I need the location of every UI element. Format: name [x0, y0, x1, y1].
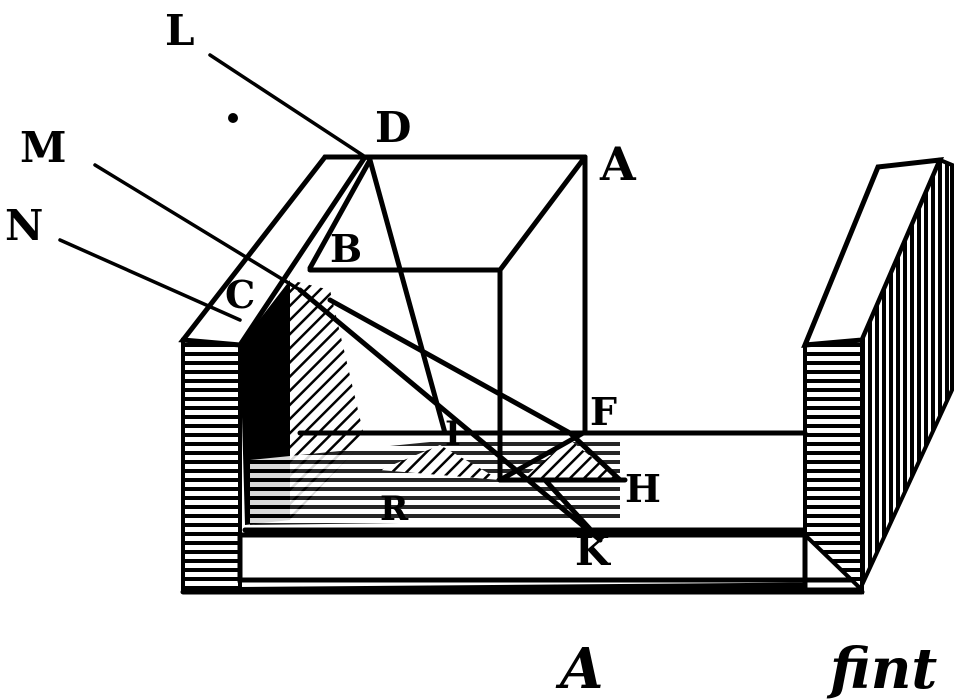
label-F: F: [590, 389, 617, 434]
caption-left: A: [555, 636, 603, 699]
label-K: K: [575, 528, 611, 575]
cube-left-top-edge: [307, 157, 373, 271]
water-floor-shading: [250, 440, 620, 525]
ray-L: [208, 53, 372, 162]
label-C: C: [225, 272, 255, 317]
label-N: N: [5, 201, 43, 250]
ray-M: [93, 163, 302, 292]
label-I: I: [445, 414, 461, 454]
right-wall-side-face: [860, 157, 954, 586]
label-A: A: [599, 137, 637, 191]
label-L: L: [165, 6, 195, 55]
left-wall-front-face: [181, 337, 242, 592]
label-H: H: [625, 466, 661, 511]
ray-to-K: [542, 477, 603, 543]
label-M: M: [20, 123, 67, 172]
cube-right-top-edge: [497, 154, 588, 273]
ray-D-I: [367, 157, 448, 436]
right-wall-front-face: [803, 337, 864, 595]
label-R: R: [380, 489, 409, 529]
refraction-triangle-left: [380, 445, 500, 480]
ray-N: [58, 238, 242, 322]
ray-C-F: [327, 297, 573, 436]
caption-right: fint: [826, 636, 937, 699]
ray-C-K: [297, 287, 603, 543]
trough-front-rim: [182, 532, 863, 593]
label-B: B: [330, 226, 362, 271]
refraction-triangle-right: [520, 440, 620, 480]
cube-bottom-diag: [497, 429, 588, 483]
ink-dot: [228, 113, 238, 123]
label-D: D: [375, 103, 411, 152]
ray-F-H: [567, 430, 623, 483]
